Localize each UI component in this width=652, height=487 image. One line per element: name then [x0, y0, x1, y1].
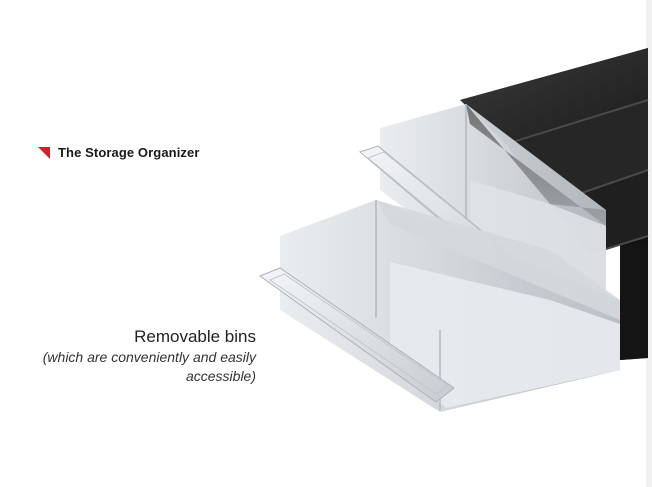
caption-title: Removable bins	[134, 327, 256, 346]
brand-heading: The Storage Organizer	[38, 145, 200, 160]
right-edge-strip	[646, 0, 652, 487]
storage-organizer-photo	[258, 48, 649, 412]
caption-subtitle: (which are conveniently and easily acces…	[42, 349, 256, 384]
feature-caption: Removable bins (which are conveniently a…	[16, 326, 256, 386]
red-triangle-icon	[38, 146, 50, 159]
brand-title: The Storage Organizer	[58, 145, 200, 160]
cabinet-body	[460, 48, 649, 360]
lower-bin	[258, 200, 620, 412]
